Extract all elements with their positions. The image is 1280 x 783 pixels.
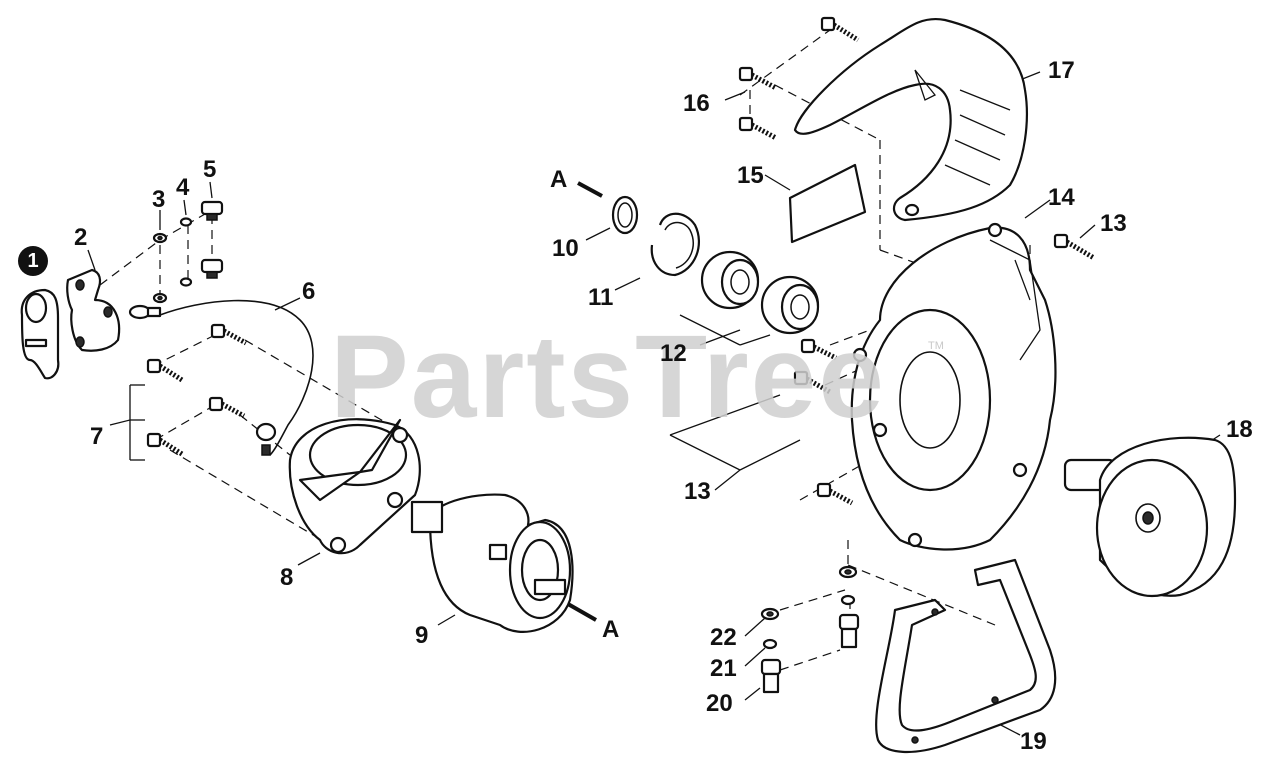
part-10-snap-ring [611, 195, 639, 235]
part-6-ground-wire [128, 299, 314, 456]
part-12-bearings [700, 250, 820, 335]
callout-15: 15 [737, 162, 764, 189]
watermark: PartsTree [330, 311, 886, 443]
callout-18: 18 [1226, 416, 1253, 443]
callout-3: 3 [152, 186, 166, 213]
callout-a-lower: A [602, 616, 620, 643]
callout-14: 14 [1048, 184, 1075, 211]
callout-16: 16 [683, 90, 710, 117]
part-14-housing [850, 222, 1057, 551]
part-3-washers [152, 232, 168, 304]
callout-6: 6 [302, 278, 316, 305]
callout-13-upper: 13 [1100, 210, 1127, 237]
callout-5: 5 [203, 156, 217, 183]
leader-lines [87, 71, 1221, 736]
part-9-clutch-assembly [410, 493, 574, 633]
callout-a-upper: A [550, 166, 568, 193]
part-11-retaining-ring [650, 212, 700, 277]
callout-9: 9 [415, 622, 429, 649]
callout-13-lower: 13 [684, 478, 711, 505]
part-4-lock-washers [179, 217, 193, 287]
part-7-bolts [146, 323, 248, 457]
trademark-mark: TM [928, 340, 944, 352]
part-5-screws [200, 200, 224, 279]
callout-2: 2 [74, 224, 88, 251]
part-2-clamp-half [66, 268, 121, 352]
part-19-handle-bracket [875, 558, 1057, 754]
callout-7: 7 [90, 423, 104, 450]
callout-10: 10 [552, 235, 579, 262]
callout-4: 4 [176, 174, 190, 201]
part-13-bolts [793, 233, 1096, 506]
part-22-washers [760, 565, 858, 621]
part-21-lock-washers [762, 594, 856, 650]
part-15-label [788, 163, 867, 244]
part-8-clutch-housing [288, 418, 421, 555]
callout-21: 21 [710, 655, 737, 682]
part-16-screws [738, 16, 860, 141]
callout-1-badge: 1 [18, 246, 48, 276]
part-1-clamp-half [20, 288, 60, 380]
callout-17: 17 [1048, 57, 1075, 84]
part-20-screws [760, 613, 860, 694]
callout-19: 19 [1020, 728, 1047, 755]
part-17-handle-cover [793, 17, 1028, 222]
callout-22: 22 [710, 624, 737, 651]
callout-12: 12 [660, 340, 687, 367]
callout-11: 11 [588, 284, 614, 311]
callout-20: 20 [706, 690, 733, 717]
callout-8: 8 [280, 564, 294, 591]
part-18-drum [1063, 436, 1237, 598]
